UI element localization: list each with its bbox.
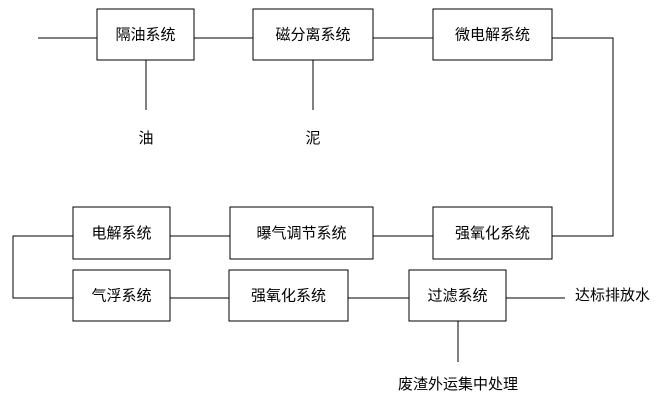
node-strong-oxidation-1: 强氧化系统 <box>432 206 553 260</box>
node-electrolysis-label: 电解系统 <box>91 224 151 242</box>
node-strong-oxidation-2: 强氧化系统 <box>228 269 349 322</box>
node-air-flotation: 气浮系统 <box>72 269 171 322</box>
node-oil-separation: 隔油系统 <box>96 8 195 61</box>
output-sludge-label: 泥 <box>305 129 320 147</box>
connectors <box>12 37 614 362</box>
node-air-flotation-label: 气浮系统 <box>91 287 151 305</box>
node-aeration-regulation-label: 曝气调节系统 <box>256 224 346 242</box>
connector-electrolysis-to-flotation <box>12 235 73 299</box>
node-electrolysis: 电解系统 <box>72 206 171 260</box>
node-magnetic-separation: 磁分离系统 <box>252 8 374 61</box>
node-filtration-label: 过滤系统 <box>427 287 487 305</box>
node-strong-oxidation-1-label: 强氧化系统 <box>455 224 530 242</box>
node-filtration: 过滤系统 <box>408 269 507 322</box>
node-micro-electrolysis-label: 微电解系统 <box>455 26 530 44</box>
connector-micro-to-oxidation <box>552 37 614 237</box>
node-micro-electrolysis: 微电解系统 <box>432 8 553 61</box>
node-aeration-regulation: 曝气调节系统 <box>229 206 374 260</box>
node-magnetic-separation-label: 磁分离系统 <box>275 26 350 44</box>
output-discharge-label: 达标排放水 <box>575 286 650 304</box>
output-residue-label: 废渣外运集中处理 <box>398 375 518 393</box>
output-oil-label: 油 <box>138 129 153 147</box>
node-strong-oxidation-2-label: 强氧化系统 <box>251 287 326 305</box>
node-oil-separation-label: 隔油系统 <box>115 26 175 44</box>
